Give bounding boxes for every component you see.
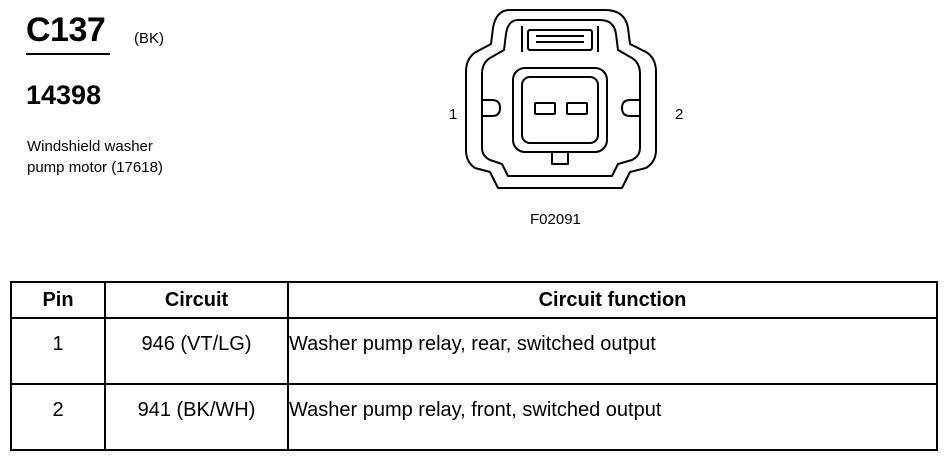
circuit-function-cell: Washer pump relay, rear, switched output [287, 317, 938, 385]
connector-face-diagram [465, 9, 657, 189]
table-header-row: Pin Circuit Circuit function [10, 281, 938, 319]
terminal-cavity [521, 76, 599, 144]
right-side-key [621, 99, 640, 117]
connector-latch [527, 29, 593, 51]
title-underline [26, 53, 110, 55]
table-row: 1 946 (VT/LG) Washer pump relay, rear, s… [10, 317, 938, 385]
pin-cell: 2 [10, 383, 106, 451]
connector-inner-housing [481, 19, 641, 177]
part-number: 14398 [26, 80, 102, 110]
connector-color-code: (BK) [134, 30, 164, 47]
circuit-function-cell: Washer pump relay, front, switched outpu… [287, 383, 938, 451]
pin-1-terminal [534, 102, 556, 115]
pinout-table: Pin Circuit Circuit function 1 946 (VT/L… [10, 281, 938, 451]
pin-2-terminal [566, 102, 588, 115]
connector-description: Windshield washer pump motor (17618) [27, 136, 163, 178]
header-circuit-function: Circuit function [287, 281, 938, 319]
circuit-cell: 946 (VT/LG) [104, 317, 289, 385]
pin-cell: 1 [10, 317, 106, 385]
header-circuit: Circuit [104, 281, 289, 319]
latch-arm [521, 26, 599, 52]
connector-outer-housing [465, 9, 657, 189]
circuit-cell: 941 (BK/WH) [104, 383, 289, 451]
terminal-body [512, 67, 608, 153]
connector-id: C137 [26, 11, 106, 49]
description-line-1: Windshield washer [27, 138, 153, 155]
table-row: 2 941 (BK/WH) Washer pump relay, front, … [10, 383, 938, 451]
bottom-lock-tab [551, 152, 569, 165]
pin-label-left: 1 [449, 106, 458, 123]
description-line-2: pump motor (17618) [27, 159, 163, 176]
pin-label-right: 2 [675, 106, 684, 123]
left-side-key [482, 99, 501, 117]
header-pin: Pin [10, 281, 106, 319]
figure-code: F02091 [530, 211, 581, 228]
